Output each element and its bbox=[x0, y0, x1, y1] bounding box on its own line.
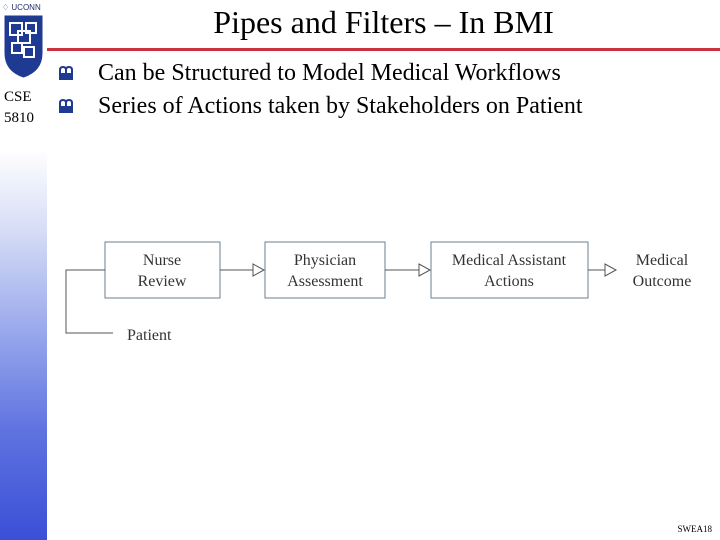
bullet-text: Can be Structured to Model Medical Workf… bbox=[98, 60, 561, 86]
title-divider bbox=[47, 48, 720, 51]
uconn-logo: ♢ UCONN bbox=[2, 2, 47, 14]
course-code: CSE bbox=[4, 89, 32, 105]
pipe-arrow bbox=[385, 263, 432, 277]
slide-title: Pipes and Filters – In BMI bbox=[213, 4, 554, 40]
sidebar bbox=[0, 0, 47, 540]
node-label: Physician bbox=[294, 252, 356, 269]
output-label: Outcome bbox=[633, 273, 692, 290]
node-label: Review bbox=[138, 273, 187, 290]
bullet-icon bbox=[59, 65, 73, 80]
pipe-arrow bbox=[588, 263, 618, 277]
node-label: Actions bbox=[484, 273, 534, 290]
patient-label: Patient bbox=[127, 327, 172, 344]
bullet-text: Series of Actions taken by Stakeholders … bbox=[98, 93, 583, 119]
node-label: Medical Assistant bbox=[452, 252, 567, 269]
logo-text: UCONN bbox=[11, 3, 41, 12]
bullet-icon bbox=[59, 98, 73, 113]
uconn-shield-icon: ♢ bbox=[2, 3, 10, 12]
node-label: Nurse bbox=[143, 252, 181, 269]
output-label: Medical bbox=[636, 252, 689, 269]
patient-input-line bbox=[65, 269, 113, 334]
footer-code: SWEA18 bbox=[677, 524, 713, 534]
pipe-arrow bbox=[220, 263, 266, 277]
course-number: 5810 bbox=[4, 110, 34, 126]
uconn-seal-icon bbox=[4, 15, 43, 78]
node-label: Assessment bbox=[287, 273, 363, 290]
